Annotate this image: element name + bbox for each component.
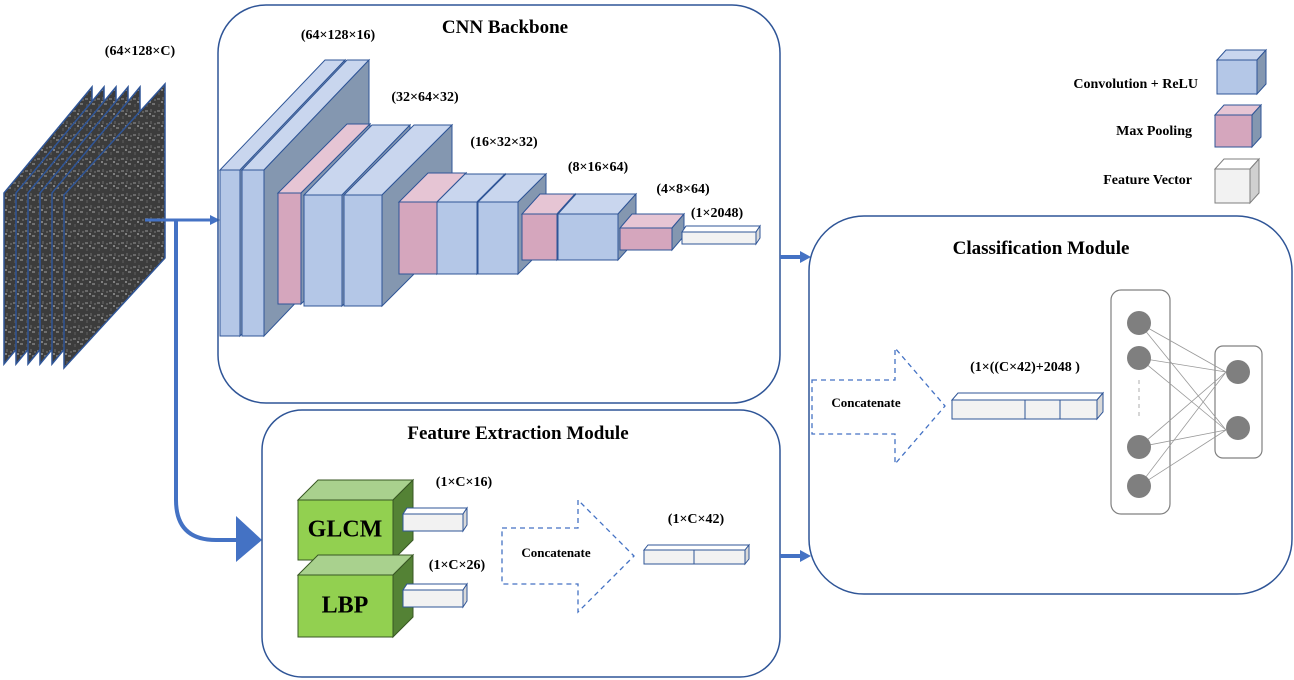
cnn-backbone-title: CNN Backbone [442, 17, 568, 38]
fem-output-vector [642, 543, 751, 566]
cnn-to-classifier-arrow [780, 251, 811, 263]
lbp-feature-vector [402, 582, 468, 609]
neuron [1127, 311, 1151, 335]
classification-title: Classification Module [953, 238, 1130, 259]
feature-extraction-panel [261, 409, 781, 678]
lbp-dim-label: (1×C×26) [429, 558, 486, 573]
input-image-stack [3, 82, 166, 370]
legend-vector-label: Feature Vector [1103, 173, 1192, 188]
legend-pool-label: Max Pooling [1116, 124, 1192, 139]
neuron [1226, 416, 1250, 440]
combined-feature-vector [950, 391, 1105, 421]
neuron [1127, 346, 1151, 370]
input-to-fem-arrow [174, 220, 262, 562]
cnn-dim-label-5: (4×8×64) [656, 182, 710, 197]
lbp-block [296, 553, 415, 639]
neuron [1127, 435, 1151, 459]
cnn-feature-vector [681, 224, 761, 246]
cnn-dim-label-4: (8×16×64) [568, 160, 629, 175]
fem-concatenate-arrow [501, 498, 635, 614]
fem-to-classifier-arrow [780, 550, 811, 562]
cnn-dim-label-3: (16×32×32) [470, 135, 538, 150]
glcm-dim-label: (1×C×16) [436, 475, 493, 490]
cnn-dim-label-1: (64×128×16) [301, 28, 376, 43]
glcm-label: GLCM [308, 517, 383, 543]
output-layer-box [1214, 345, 1263, 459]
input-dim-label: (64×128×C) [105, 44, 176, 59]
nn-connections [1138, 322, 1227, 487]
hidden-layer-box [1110, 289, 1171, 515]
glcm-feature-vector [402, 506, 468, 533]
feature-extraction-title: Feature Extraction Module [407, 423, 628, 444]
classification-panel [808, 215, 1293, 595]
glcm-block [296, 478, 415, 562]
fem-concatenate-label: Concatenate [521, 545, 591, 560]
output-neurons [1226, 360, 1250, 440]
legend-pool-swatch [1213, 103, 1263, 149]
legend: Convolution + ReLU Max Pooling Feature V… [1073, 48, 1268, 205]
combined-dim-label: (1×((C×42)+2048 ) [970, 360, 1080, 375]
fem-output-dim-label: (1×C×42) [668, 512, 725, 527]
legend-conv-label: Convolution + ReLU [1073, 77, 1198, 92]
input-slice [63, 82, 166, 370]
cnn-backbone-panel [217, 4, 781, 404]
cls-concatenate-label: Concatenate [831, 395, 901, 410]
lbp-label: LBP [322, 593, 369, 619]
cnn-dim-label-6: (1×2048) [691, 206, 744, 221]
legend-conv-swatch [1215, 48, 1268, 96]
legend-vector-swatch [1213, 157, 1261, 205]
cnn-dim-label-2: (32×64×32) [391, 90, 459, 105]
neuron [1127, 474, 1151, 498]
maxpool-block-4 [618, 212, 686, 252]
cls-concatenate-arrow [811, 346, 946, 466]
hidden-neurons [1127, 311, 1151, 498]
neuron [1226, 360, 1250, 384]
